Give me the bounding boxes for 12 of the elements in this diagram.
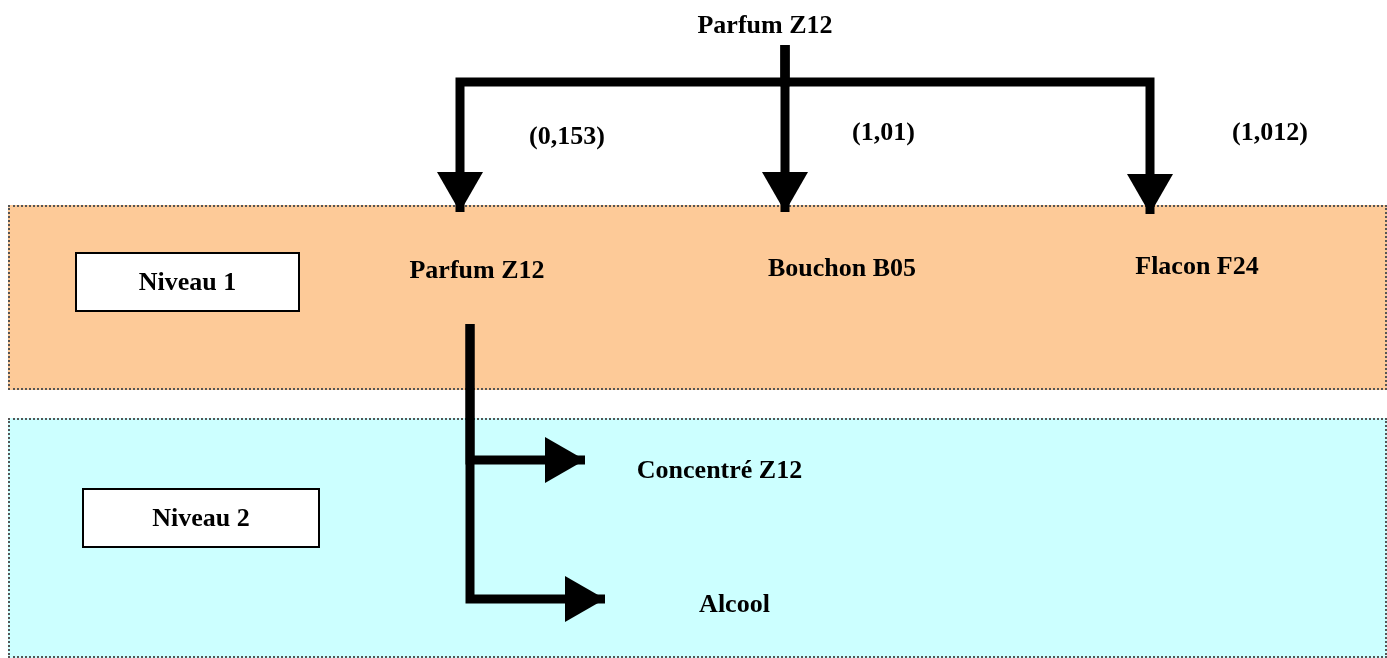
item-label: Parfum Z12 [402,214,552,326]
level-label-box: Niveau 2 [82,488,320,548]
arrow [780,45,1173,214]
level-band [8,205,1387,390]
item-label: Parfum Z12 [680,5,850,45]
item-label: Concentré Z12 [587,430,852,510]
arrow [465,324,605,622]
level-band [8,418,1387,658]
item-label: Flacon F24 [1122,216,1272,316]
item-label: Alcool [607,582,862,626]
item-label: Bouchon B05 [762,214,922,322]
level-label-box: Niveau 1 [75,252,300,312]
